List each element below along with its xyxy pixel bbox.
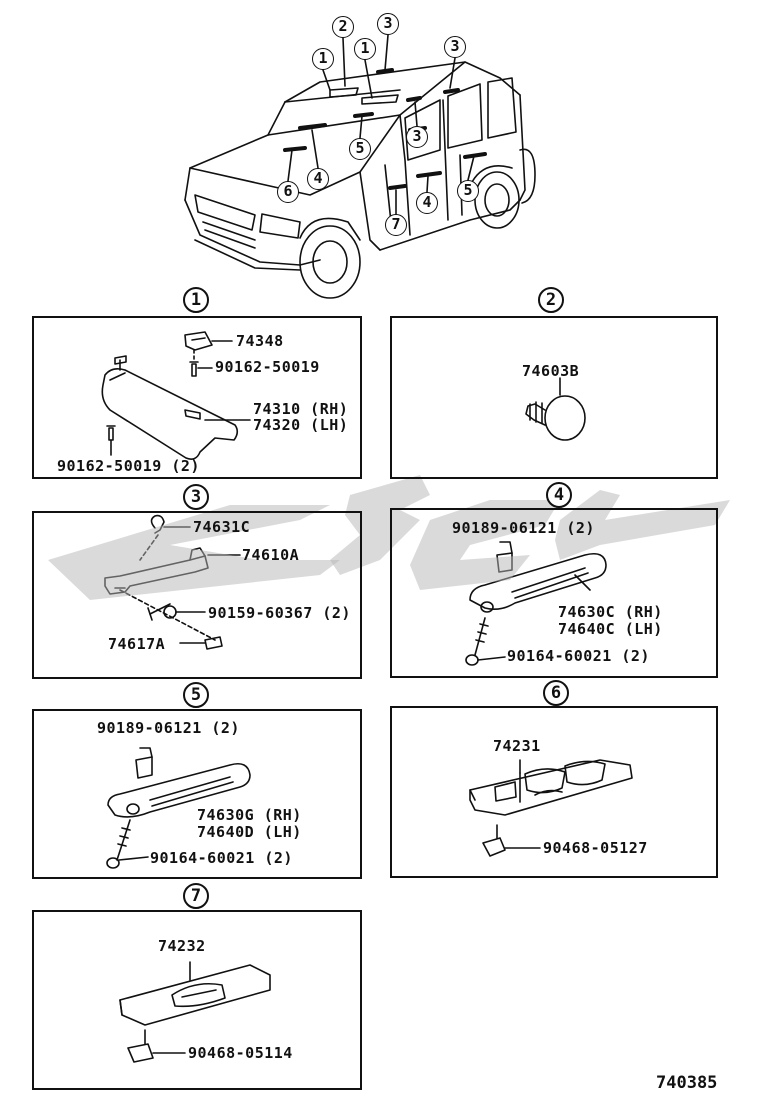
part-label: 74320 (LH) (253, 416, 349, 434)
part-label: 74631C (193, 518, 251, 536)
panel-2 (390, 316, 718, 479)
overview-marker: 6 (277, 181, 299, 203)
panel-1-number: 1 (183, 287, 209, 313)
part-console (469, 759, 633, 857)
overview-marker: 4 (416, 192, 438, 214)
part-assist-grip-4 (465, 541, 607, 666)
part-label: 74603B (522, 362, 580, 380)
vehicle-illustration (184, 34, 536, 299)
part-lamp-cover (119, 961, 271, 1063)
part-label: 74610A (242, 546, 300, 564)
part-clip (525, 377, 586, 441)
overview-marker: 1 (354, 38, 376, 60)
panel-3-number: 3 (183, 484, 209, 510)
panel-6-number: 6 (543, 680, 569, 706)
panel-7-number: 7 (183, 883, 209, 909)
part-sun-visor (101, 331, 251, 460)
panel-2-number: 2 (538, 287, 564, 313)
panel-7 (32, 910, 362, 1090)
panel-5 (32, 709, 362, 879)
part-label: 74617A (108, 635, 166, 653)
part-label: 90468-05114 (188, 1044, 293, 1062)
panel-4 (390, 508, 718, 678)
overview-marker: 3 (377, 13, 399, 35)
part-label: 90162-50019 (2) (57, 457, 200, 475)
part-label: 74232 (158, 937, 206, 955)
panel-4-number: 4 (546, 482, 572, 508)
part-label: 90468-05127 (543, 839, 648, 857)
panel-1 (32, 316, 362, 479)
part-label: 74640C (LH) (558, 620, 663, 638)
overview-marker: 3 (406, 126, 428, 148)
panel-3 (32, 511, 362, 679)
panel-6 (390, 706, 718, 878)
part-label: 90164-60021 (2) (507, 647, 650, 665)
part-label: 90159-60367 (2) (208, 604, 351, 622)
part-label: 74640D (LH) (197, 823, 302, 841)
overview-marker: 1 (312, 48, 334, 70)
part-label: 90189-06121 (2) (97, 719, 240, 737)
overview-marker: 3 (444, 36, 466, 58)
overview-marker: 7 (385, 214, 407, 236)
figure-code: 740385 (656, 1073, 718, 1093)
part-label: 90189-06121 (2) (452, 519, 595, 537)
part-label: 90162-50019 (215, 358, 320, 376)
part-label: 74630C (RH) (558, 603, 663, 621)
part-assist-grip-5 (106, 747, 251, 869)
overview-marker: 2 (332, 16, 354, 38)
watermark (48, 475, 730, 600)
part-label: 74231 (493, 737, 541, 755)
part-label: 74310 (RH) (253, 400, 349, 418)
part-label: 74348 (236, 332, 284, 350)
overview-marker: 5 (349, 138, 371, 160)
overview-marker: 5 (457, 180, 479, 202)
part-label: 74630G (RH) (197, 806, 302, 824)
panel-5-number: 5 (183, 682, 209, 708)
part-label: 90164-60021 (2) (150, 849, 293, 867)
overview-marker: 4 (307, 168, 329, 190)
